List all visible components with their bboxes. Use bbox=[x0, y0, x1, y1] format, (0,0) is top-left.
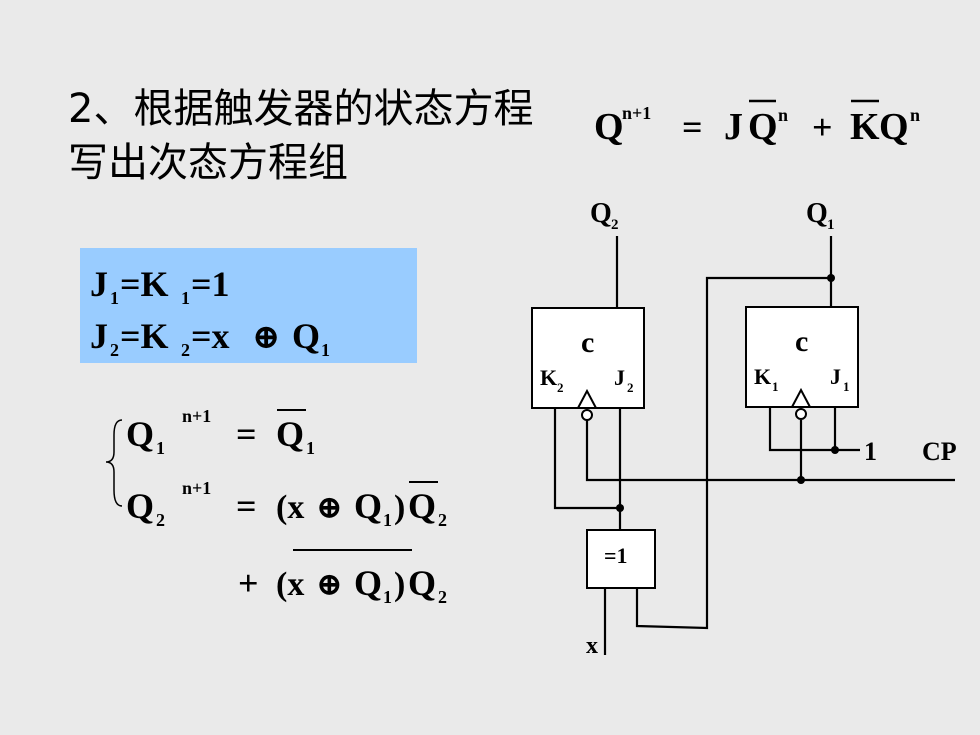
q1-output-label: Q bbox=[806, 198, 828, 229]
eq-equals: = bbox=[682, 107, 703, 147]
logic-one-label: 1 bbox=[864, 437, 877, 466]
eq3-rp: ) bbox=[394, 566, 405, 603]
eq2-sup: n+1 bbox=[182, 478, 211, 498]
eq3-q1-sub: 1 bbox=[383, 587, 392, 607]
eq-plus: + bbox=[812, 107, 833, 147]
eq3-plus: + bbox=[238, 563, 259, 603]
j2k2-q: Q bbox=[292, 316, 320, 356]
x-input-label: x bbox=[586, 633, 598, 659]
k1: =K bbox=[120, 264, 169, 304]
ff1-j: J bbox=[830, 364, 841, 389]
circuit-diagram: Q 2 Q 1 c K 2 J bbox=[531, 198, 957, 659]
j2: J bbox=[90, 316, 108, 356]
eq2-q1-sub: 1 bbox=[383, 510, 392, 530]
ff2-k: K bbox=[540, 365, 557, 390]
eq1-equals: = bbox=[236, 414, 257, 454]
characteristic-equation: Q n+1 = J Q n + K Q n bbox=[594, 99, 920, 148]
eq3-q2: Q bbox=[408, 563, 436, 603]
eq2-rp: ) bbox=[394, 489, 405, 526]
eq-term1-j: J bbox=[724, 106, 743, 148]
junction-dots bbox=[616, 274, 839, 512]
eq3-xor: ⊕ bbox=[316, 566, 343, 602]
ff2-j-sub: 2 bbox=[627, 380, 634, 395]
j1k1-value: =1 bbox=[191, 264, 230, 304]
q2-output-label: Q bbox=[590, 198, 612, 229]
j2k2-x: =x bbox=[191, 316, 230, 356]
eq2-q: Q bbox=[126, 486, 154, 526]
eq-term1-q: Q bbox=[748, 106, 778, 148]
eq-term2-sup: n bbox=[910, 105, 920, 125]
eq1-rhs-sub: 1 bbox=[306, 438, 315, 458]
xor-symbol: ⊕ bbox=[252, 319, 281, 356]
ff2-k-sub: 2 bbox=[557, 380, 564, 395]
ff2-c: c bbox=[581, 326, 594, 359]
eq2-q2: Q bbox=[408, 486, 436, 526]
page-title: 2、根据触发器的状态方程 写出次态方程组 bbox=[68, 82, 533, 190]
eq2-lp: (x bbox=[276, 489, 304, 526]
eq1-sub: 1 bbox=[156, 438, 165, 458]
eq-term1-sup: n bbox=[778, 105, 788, 125]
j2k2-q-sub: 1 bbox=[321, 340, 330, 360]
j1: J bbox=[90, 264, 108, 304]
k1-sub: 1 bbox=[181, 288, 190, 308]
ff1-c: c bbox=[795, 325, 808, 358]
xor-gate: =1 bbox=[586, 529, 656, 589]
eq-lhs-q: Q bbox=[594, 106, 624, 148]
flip-flop-2: c K 2 J 2 bbox=[531, 307, 645, 421]
eq1-q: Q bbox=[126, 414, 154, 454]
wires bbox=[553, 236, 955, 655]
given-equations: J 1 =K 1 =1 J 2 =K 2 =x ⊕ Q 1 bbox=[90, 264, 330, 360]
k2-sub: 2 bbox=[181, 340, 190, 360]
eq3-q1: Q bbox=[354, 563, 382, 603]
eq1-rhs-q: Q bbox=[276, 414, 304, 454]
eq2-xor: ⊕ bbox=[316, 489, 343, 525]
eq2-equals: = bbox=[236, 486, 257, 526]
ff2-j: J bbox=[614, 365, 625, 390]
ff1-k-sub: 1 bbox=[772, 379, 779, 394]
eq-term2-k: K bbox=[850, 106, 880, 148]
j2-sub: 2 bbox=[110, 340, 119, 360]
ff1-k: K bbox=[754, 364, 771, 389]
eq3-lp: (x bbox=[276, 566, 304, 603]
eq-term2-q: Q bbox=[879, 106, 909, 148]
eq2-sub: 2 bbox=[156, 510, 165, 530]
eq1-sup: n+1 bbox=[182, 406, 211, 426]
title-line-2: 写出次态方程组 bbox=[68, 140, 348, 186]
flip-flop-1: c K 1 J 1 bbox=[745, 306, 859, 420]
q2-output-sub: 2 bbox=[611, 217, 619, 233]
xor-gate-label: =1 bbox=[604, 543, 628, 568]
eq2-q2-sub: 2 bbox=[438, 510, 447, 530]
eq3-q2-sub: 2 bbox=[438, 587, 447, 607]
next-state-equations: Q 1 n+1 = Q 1 Q 2 n+1 = (x ⊕ Q 1 ) Q 2 +… bbox=[105, 406, 447, 607]
eq2-q1: Q bbox=[354, 486, 382, 526]
k2: =K bbox=[120, 316, 169, 356]
title-line-1: 2、根据触发器的状态方程 bbox=[68, 86, 534, 132]
ff1-j-sub: 1 bbox=[843, 379, 850, 394]
given-equations-box: J 1 =K 1 =1 J 2 =K 2 =x ⊕ Q 1 bbox=[80, 248, 417, 363]
eq-lhs-sup: n+1 bbox=[622, 103, 651, 123]
left-brace bbox=[105, 419, 123, 507]
j1-sub: 1 bbox=[110, 288, 119, 308]
q1-output-sub: 1 bbox=[827, 217, 835, 233]
cp-label: CP bbox=[922, 437, 957, 466]
